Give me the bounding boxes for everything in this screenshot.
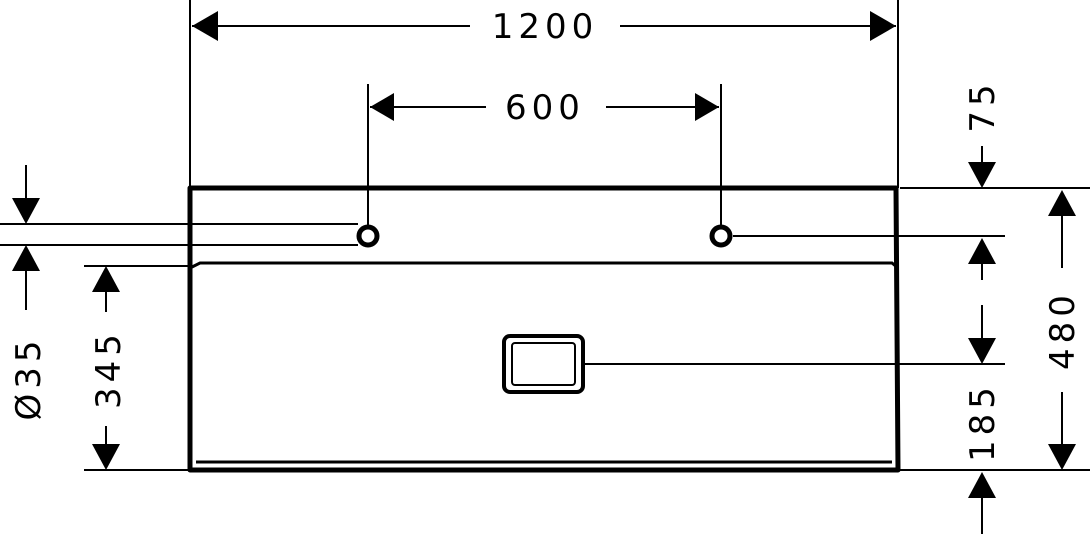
dimension-overall-height: 480 (1043, 190, 1083, 470)
dimension-top-to-hole: 75 (963, 79, 1003, 188)
dimension-label-600: 600 (505, 88, 585, 128)
overflow-box-outer (502, 334, 585, 394)
basin-front-edge (189, 261, 899, 270)
dimension-label-185: 185 (963, 382, 1003, 462)
dimension-front-height: 345 (89, 266, 129, 470)
dimension-label-480: 480 (1043, 290, 1083, 370)
basin-top-body (187, 185, 901, 473)
tap-hole-right-icon (709, 224, 733, 248)
dimension-label-75: 75 (963, 79, 1003, 132)
overflow-box-inner (511, 342, 576, 386)
tap-holes (356, 224, 733, 248)
dimension-label-diameter-35: Ø35 (9, 335, 49, 420)
tap-hole-left-icon (356, 224, 380, 248)
dimension-label-345: 345 (89, 329, 129, 409)
dimension-hole-spacing: 600 (367, 84, 722, 225)
dimension-hole-to-overflow: 185 (963, 238, 1003, 534)
dimension-overall-width: 1200 (189, 0, 899, 188)
dimension-hole-diameter: Ø35 (9, 165, 49, 421)
basin-outline (187, 185, 901, 473)
dimension-label-1200: 1200 (492, 7, 599, 47)
